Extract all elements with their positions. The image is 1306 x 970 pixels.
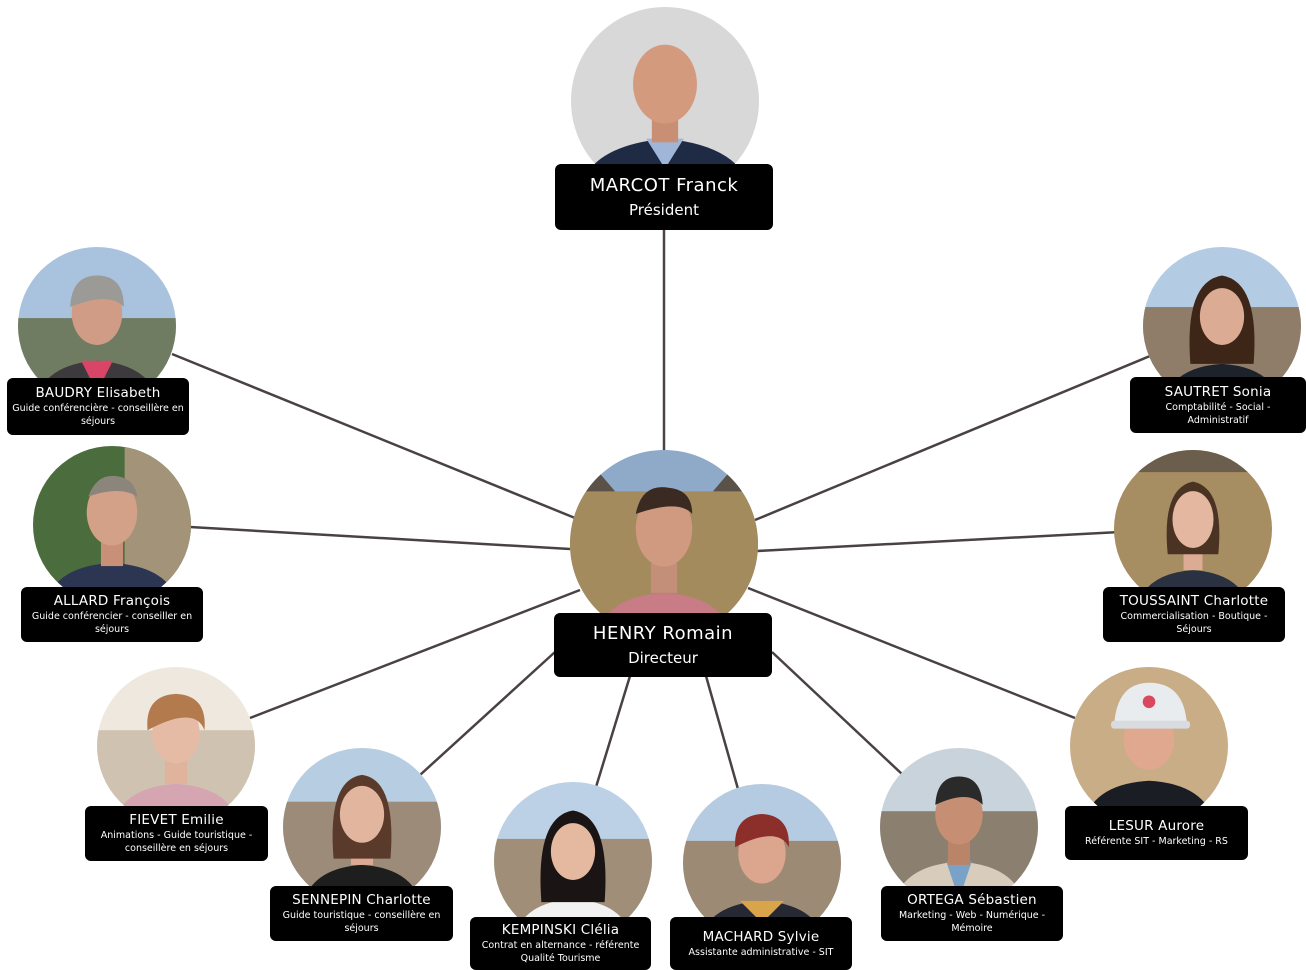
- staff-name: MACHARD Sylvie: [702, 928, 820, 945]
- portrait-image: [571, 7, 759, 195]
- photo-fievet: [97, 667, 255, 825]
- staff-name: TOUSSAINT Charlotte: [1119, 593, 1269, 609]
- portrait-image: [283, 748, 441, 906]
- director-card: HENRY Romain Directeur: [554, 613, 772, 677]
- staff-card-sautret: SAUTRET Sonia Comptabilité - Social - Ad…: [1130, 377, 1306, 433]
- connector-sautret: [754, 354, 1151, 522]
- connector-ortega: [771, 651, 904, 776]
- staff-name: LESUR Aurore: [1108, 818, 1205, 834]
- staff-role: Guide conférencier - conseiller en séjou…: [31, 611, 193, 635]
- portrait-image: [97, 667, 255, 825]
- staff-card-allard: ALLARD François Guide conférencier - con…: [21, 587, 203, 642]
- staff-role: Animations - Guide touristique - conseil…: [100, 830, 253, 854]
- staff-card-baudry: BAUDRY Elisabeth Guide conférencière - c…: [7, 378, 189, 435]
- connector-allard: [189, 525, 571, 551]
- staff-name: ALLARD François: [53, 593, 171, 609]
- photo-lesur: [1070, 667, 1228, 825]
- photo-director: [570, 450, 758, 638]
- connector-kempinski: [594, 675, 632, 788]
- staff-name: SAUTRET Sonia: [1164, 383, 1272, 400]
- director-name: HENRY Romain: [592, 623, 734, 644]
- staff-name: FIEVET Emilie: [129, 812, 224, 828]
- president-role: Président: [629, 201, 699, 219]
- president-card: MARCOT Franck Président: [555, 164, 773, 230]
- staff-card-toussaint: TOUSSAINT Charlotte Commercialisation - …: [1103, 587, 1285, 642]
- staff-card-machard: MACHARD Sylvie Assistante administrative…: [670, 917, 852, 970]
- staff-role: Référente SIT - Marketing - RS: [1085, 836, 1228, 847]
- portrait-image: [1114, 450, 1272, 608]
- staff-name: KEMPINSKI Clélia: [501, 922, 620, 938]
- connector-sennepin: [419, 651, 556, 776]
- staff-name: ORTEGA Sébastien: [907, 892, 1037, 908]
- staff-role: Assistante administrative - SIT: [688, 946, 834, 958]
- portrait-image: [570, 450, 758, 638]
- portrait-image: [880, 748, 1038, 906]
- staff-role: Contrat en alternance - référente Qualit…: [481, 940, 640, 964]
- connector-machard: [704, 675, 740, 790]
- photo-sennepin: [283, 748, 441, 906]
- staff-name: BAUDRY Elisabeth: [35, 385, 161, 401]
- president-name: MARCOT Franck: [589, 175, 739, 196]
- portrait-image: [33, 446, 191, 604]
- photo-allard: [33, 446, 191, 604]
- staff-role: Guide conférencière - conseillère en séj…: [12, 403, 184, 427]
- connector-baudry: [171, 352, 576, 520]
- staff-card-kempinski: KEMPINSKI Clélia Contrat en alternance -…: [470, 917, 651, 970]
- staff-card-sennepin: SENNEPIN Charlotte Guide touristique - c…: [270, 886, 453, 941]
- connector-fievet: [249, 588, 581, 720]
- staff-role: Marketing - Web - Numérique - Mémoire: [898, 910, 1046, 934]
- staff-role: Guide touristique - conseillère en séjou…: [282, 910, 441, 934]
- connector-toussaint: [756, 530, 1121, 553]
- photo-ortega: [880, 748, 1038, 906]
- connector-lesur: [747, 586, 1076, 720]
- photo-president: [571, 7, 759, 195]
- photo-toussaint: [1114, 450, 1272, 608]
- portrait-image: [1070, 667, 1228, 825]
- staff-card-lesur: LESUR Aurore Référente SIT - Marketing -…: [1065, 806, 1248, 860]
- staff-role: Comptabilité - Social - Administratif: [1165, 401, 1271, 426]
- staff-name: SENNEPIN Charlotte: [292, 892, 431, 908]
- staff-card-fievet: FIEVET Emilie Animations - Guide tourist…: [85, 806, 268, 861]
- staff-card-ortega: ORTEGA Sébastien Marketing - Web - Numér…: [881, 886, 1063, 941]
- director-role: Directeur: [628, 649, 698, 667]
- staff-role: Commercialisation - Boutique - Séjours: [1120, 611, 1268, 635]
